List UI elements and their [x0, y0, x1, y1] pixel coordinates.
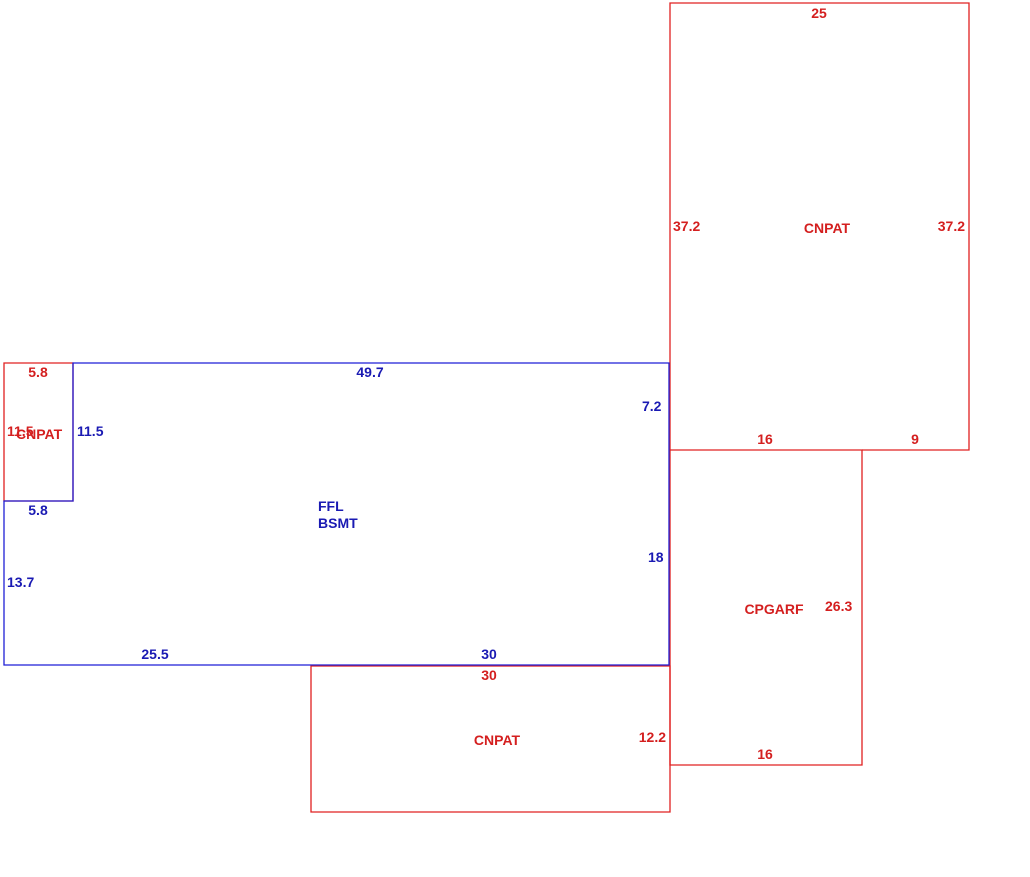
dim-left-patio-left: 11.5: [7, 423, 34, 439]
dim-bottom-patio-right: 12.2: [639, 729, 666, 745]
dim-main-notch-bottom: 5.8: [28, 502, 48, 518]
dim-main-top: 49.7: [356, 364, 383, 380]
dim-garage-right: 26.3: [825, 598, 852, 614]
dim-left-patio-top: 5.8: [28, 364, 48, 380]
main-floor-label-line2: BSMT: [318, 515, 358, 531]
dim-main-left: 13.7: [7, 574, 34, 590]
garage-outline: [669, 449, 863, 766]
top-right-patio-outline: [669, 2, 970, 451]
dim-top-right-patio-bottom-right: 9: [911, 431, 919, 447]
dim-top-right-patio-left: 37.2: [673, 218, 700, 234]
bottom-patio-label: CNPAT: [474, 732, 521, 748]
dim-main-right-upper: 7.2: [642, 398, 662, 414]
dim-bottom-patio-top: 30: [481, 667, 497, 683]
garage-label: CPGARF: [744, 601, 804, 617]
dim-main-notch-right: 11.5: [77, 423, 104, 439]
bottom-patio-outline: [310, 665, 671, 813]
dim-top-right-patio-bottom-left: 16: [757, 431, 773, 447]
main-floor-outline: [3, 362, 670, 666]
dim-main-right-lower: 18: [648, 549, 664, 565]
main-floor-label-line1: FFL: [318, 498, 344, 514]
dim-garage-bottom: 16: [757, 746, 773, 762]
dim-main-bottom-right: 30: [481, 646, 497, 662]
dim-top-right-patio-top: 25: [811, 5, 827, 21]
dim-main-bottom-left: 25.5: [141, 646, 168, 662]
dim-top-right-patio-right: 37.2: [938, 218, 965, 234]
left-patio-label: CNPAT: [16, 426, 63, 442]
top-right-patio-label: CNPAT: [804, 220, 851, 236]
